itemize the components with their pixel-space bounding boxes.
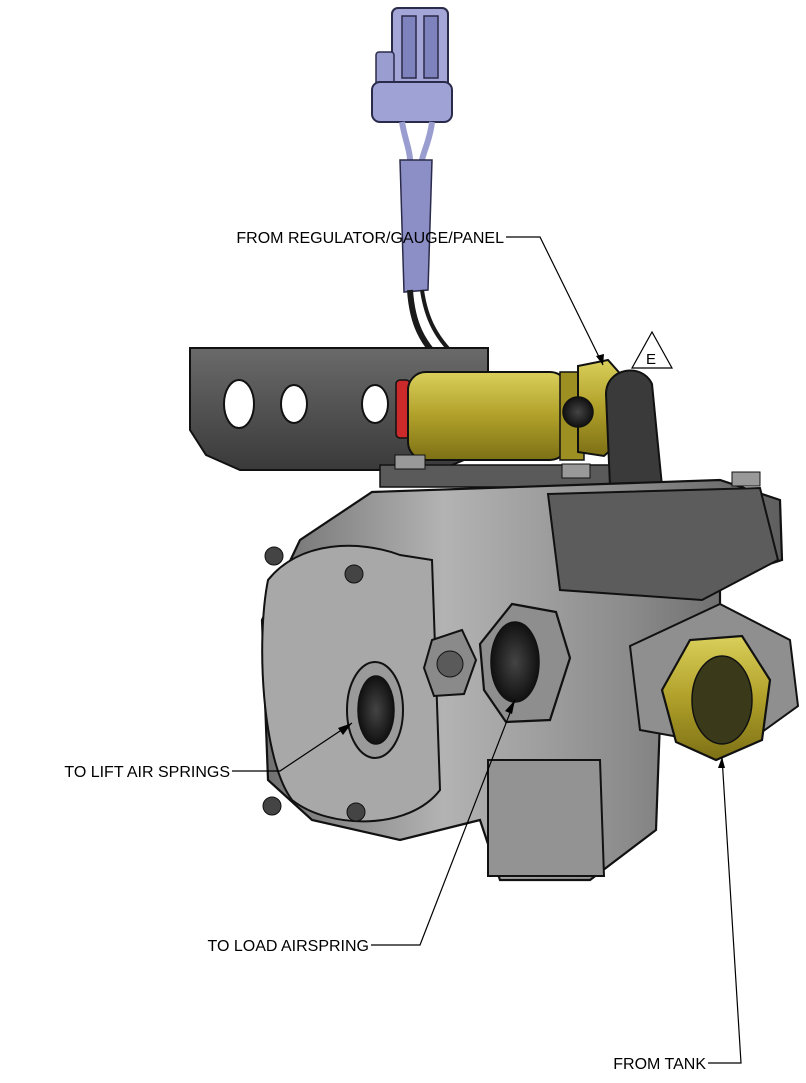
- lift-port: [346, 661, 404, 759]
- cover-bolt: [262, 796, 282, 816]
- arrowhead: [596, 354, 604, 365]
- cover-bolt: [264, 546, 284, 566]
- bracket-hole: [223, 379, 255, 429]
- label-from-regulator: FROM REGULATOR/GAUGE/PANEL: [236, 230, 504, 247]
- label-to-load: TO LOAD AIRSPRING: [207, 938, 369, 955]
- tank-port-nut: [660, 634, 772, 762]
- cap-bolt: [561, 463, 591, 479]
- label-from-tank: FROM TANK: [613, 1056, 706, 1073]
- cap-bolt: [731, 471, 761, 487]
- leader-to-load: [371, 699, 516, 946]
- arrowhead: [338, 723, 352, 735]
- revision-marker: E: [630, 330, 674, 369]
- leader-to-lift: [232, 722, 353, 772]
- bracket-hole: [361, 384, 389, 424]
- load-port: [478, 602, 572, 724]
- cap-bolt: [394, 454, 426, 470]
- revision-letter: E: [646, 351, 656, 368]
- leader-lines: [232, 236, 742, 1064]
- bracket-hole: [280, 384, 308, 424]
- solenoid-port: [562, 396, 594, 428]
- leader-from-tank: [708, 756, 742, 1064]
- cover-bolt: [346, 802, 366, 822]
- label-to-lift: TO LIFT AIR SPRINGS: [64, 764, 230, 781]
- leader-from-regulator: [506, 236, 604, 366]
- small-fitting: [422, 628, 478, 698]
- arrowhead: [505, 700, 515, 714]
- cover-bolt: [344, 564, 364, 584]
- solenoid: [395, 358, 625, 461]
- arrowhead: [718, 757, 725, 768]
- electrical-connector: [371, 7, 453, 123]
- elbow-fitting: [604, 369, 664, 487]
